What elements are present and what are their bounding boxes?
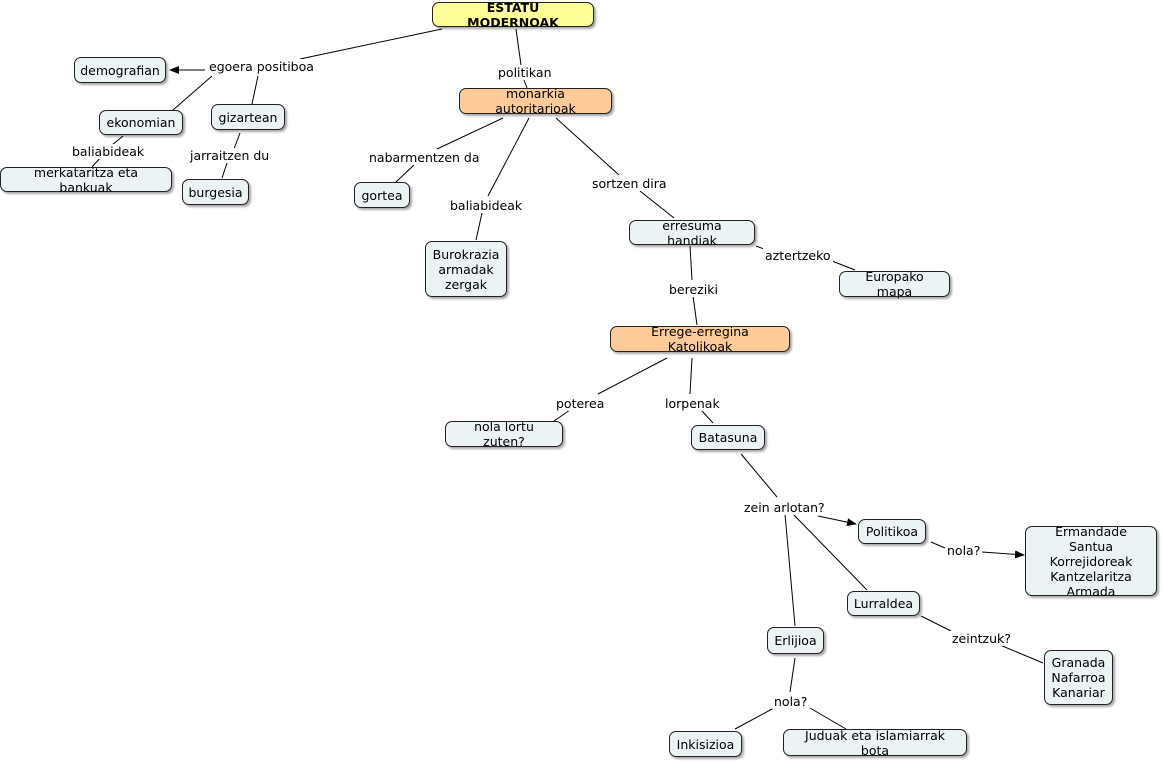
node-granada[interactable]: Granada Nafarroa Kanariar	[1044, 650, 1113, 705]
link-errege-poterea	[597, 357, 668, 395]
label-zein-arlotan: zein arlotan?	[742, 500, 827, 515]
node-politikoa[interactable]: Politikoa	[858, 519, 926, 544]
link-poterea-nola	[553, 409, 571, 422]
link-lurraldea-zeintzuk	[920, 615, 952, 632]
node-inkisizioa[interactable]: Inkisizioa	[669, 731, 742, 757]
label-egoera-positiboa: egoera positiboa	[207, 59, 316, 74]
node-burgesia[interactable]: burgesia	[182, 179, 249, 205]
node-ekonomian[interactable]: ekonomian	[99, 110, 183, 135]
node-gortea[interactable]: gortea	[354, 182, 410, 208]
link-zein-erlijioa	[784, 513, 796, 627]
link-batasuna-zein	[740, 453, 778, 498]
node-juduak[interactable]: Juduak eta islamiarrak bota	[783, 728, 967, 758]
node-demografian[interactable]: demografian	[74, 57, 166, 83]
link-egoera-gizartean	[251, 75, 259, 105]
link-erlijioa-nola	[789, 657, 796, 693]
link-ekonomian-baliabideak	[111, 135, 124, 146]
node-lurraldea[interactable]: Lurraldea	[847, 591, 920, 616]
node-ermandade[interactable]: Ermandade Santua Korrejidoreak Kantzelar…	[1025, 524, 1157, 599]
link-monarkia-sortzen	[555, 117, 620, 176]
link-gizartean-jarraitzen	[233, 132, 241, 150]
link-monarkia-nabarmentzen	[436, 117, 504, 150]
link-nola-juduak	[809, 707, 847, 730]
link-baliabideak-merkataritza	[91, 157, 101, 168]
link-sortzen-erresuma	[639, 190, 675, 219]
link-egoera-ekonomian	[172, 75, 213, 111]
link-politikan-monarkia	[523, 79, 528, 89]
node-estatu-modernoak[interactable]: ESTATU MODERNOAK	[432, 0, 594, 30]
link-erresuma-aztertzeko	[755, 245, 765, 250]
label-politikan: politikan	[496, 65, 554, 80]
link-erresuma-bereziki	[689, 245, 693, 281]
label-jarraitzen-du: jarraitzen du	[188, 148, 272, 163]
label-aztertzeko: aztertzeko	[763, 248, 833, 263]
link-monarkia-baliabideak	[487, 117, 530, 197]
node-erresuma[interactable]: erresuma handiak	[629, 218, 755, 248]
label-sortzen-dira: sortzen dira	[590, 176, 669, 191]
label-baliabideak-2: baliabideak	[448, 198, 525, 213]
label-zeintzuk: zeintzuk?	[950, 631, 1013, 646]
node-erlijioa[interactable]: Erlijioa	[767, 627, 824, 654]
node-europako-mapa[interactable]: Europako mapa	[839, 269, 950, 299]
label-poterea: poterea	[554, 396, 607, 411]
node-errege[interactable]: Errege-erregina Katolikoak	[610, 324, 790, 354]
node-monarkia[interactable]: monarkia autoritarioak	[459, 86, 612, 116]
link-nola-ermandade	[981, 550, 1025, 559]
node-burokrazia[interactable]: Burokrazia armadak zergak	[425, 241, 507, 297]
link-errege-lorpenak	[689, 357, 693, 395]
link-aztertzeko-mapa	[831, 260, 856, 271]
link-root-politikan	[515, 28, 522, 66]
link-zeintzuk-granada	[999, 644, 1044, 664]
link-zein-politikoa	[817, 515, 857, 527]
node-gizartean[interactable]: gizartean	[211, 104, 285, 130]
node-merkataritza[interactable]: merkataritza eta bankuak	[0, 165, 172, 195]
link-baliabideak-burokrazia	[475, 212, 483, 241]
label-nabarmentzen-da: nabarmentzen da	[367, 150, 482, 165]
link-bereziki-errege	[692, 295, 698, 326]
label-baliabideak-1: baliabideak	[70, 144, 147, 159]
link-politikoa-nola	[930, 541, 946, 549]
link-nabarmentzen-gortea	[395, 164, 415, 183]
label-bereziki: bereziki	[667, 282, 720, 297]
link-jarraitzen-burgesia	[221, 162, 228, 179]
link-lorpenak-batasuna	[701, 410, 714, 424]
node-batasuna[interactable]: Batasuna	[691, 425, 765, 450]
label-nola-1: nola?	[945, 543, 983, 558]
link-root-egoera	[299, 28, 443, 60]
label-lorpenak: lorpenak	[663, 396, 722, 411]
link-zein-lurraldea	[792, 513, 868, 591]
link-nola-inkisizioa	[734, 707, 775, 730]
label-nola-2: nola?	[772, 694, 810, 709]
node-nola-lortu[interactable]: nola lortu zuten?	[445, 419, 563, 449]
